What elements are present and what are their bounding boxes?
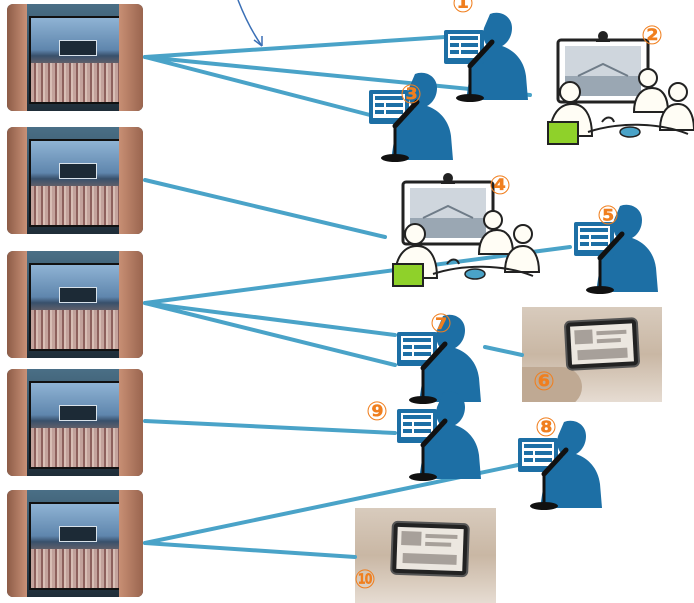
link-phone3-to-7b (143, 301, 397, 367)
link-phone3-to-5 (143, 245, 572, 305)
link-7-to-6 (483, 345, 524, 357)
phone-camera-2 (7, 127, 143, 234)
phone-camera-5 (7, 490, 143, 597)
marker-3: ③ (400, 80, 422, 110)
marker-6: ⑥ (533, 367, 555, 397)
viewer-9-presenter-icon (397, 392, 481, 481)
phone-camera-3 (7, 251, 143, 358)
marker-7: ⑦ (430, 309, 452, 339)
tablet-photo-6 (522, 307, 662, 402)
pointer-arrow (237, 0, 263, 47)
tablet-photo-10 (355, 508, 496, 603)
marker-5: ⑤ (597, 201, 619, 231)
link-phone4-to-9 (143, 419, 397, 435)
marker-10: ⑩ (354, 565, 376, 595)
phone-camera-4 (7, 369, 143, 476)
link-phone1-to-2 (143, 55, 532, 97)
marker-8: ⑧ (535, 413, 557, 443)
link-phone1-to-1 (143, 35, 447, 59)
link-phone5-to-10 (143, 541, 357, 559)
viewer-2-conference-room-icon (546, 29, 694, 146)
marker-9: ⑨ (366, 397, 388, 427)
viewer-4-conference-room-icon (391, 171, 541, 288)
link-phone3-to-7 (143, 301, 397, 337)
viewer-8-presenter-icon (518, 421, 602, 510)
phone-camera-1 (7, 4, 143, 111)
link-phone1-to-3 (143, 55, 372, 117)
marker-2: ② (641, 21, 663, 51)
marker-4: ④ (489, 171, 511, 201)
marker-1: ① (452, 0, 474, 19)
link-phone2-to-4 (143, 178, 387, 239)
